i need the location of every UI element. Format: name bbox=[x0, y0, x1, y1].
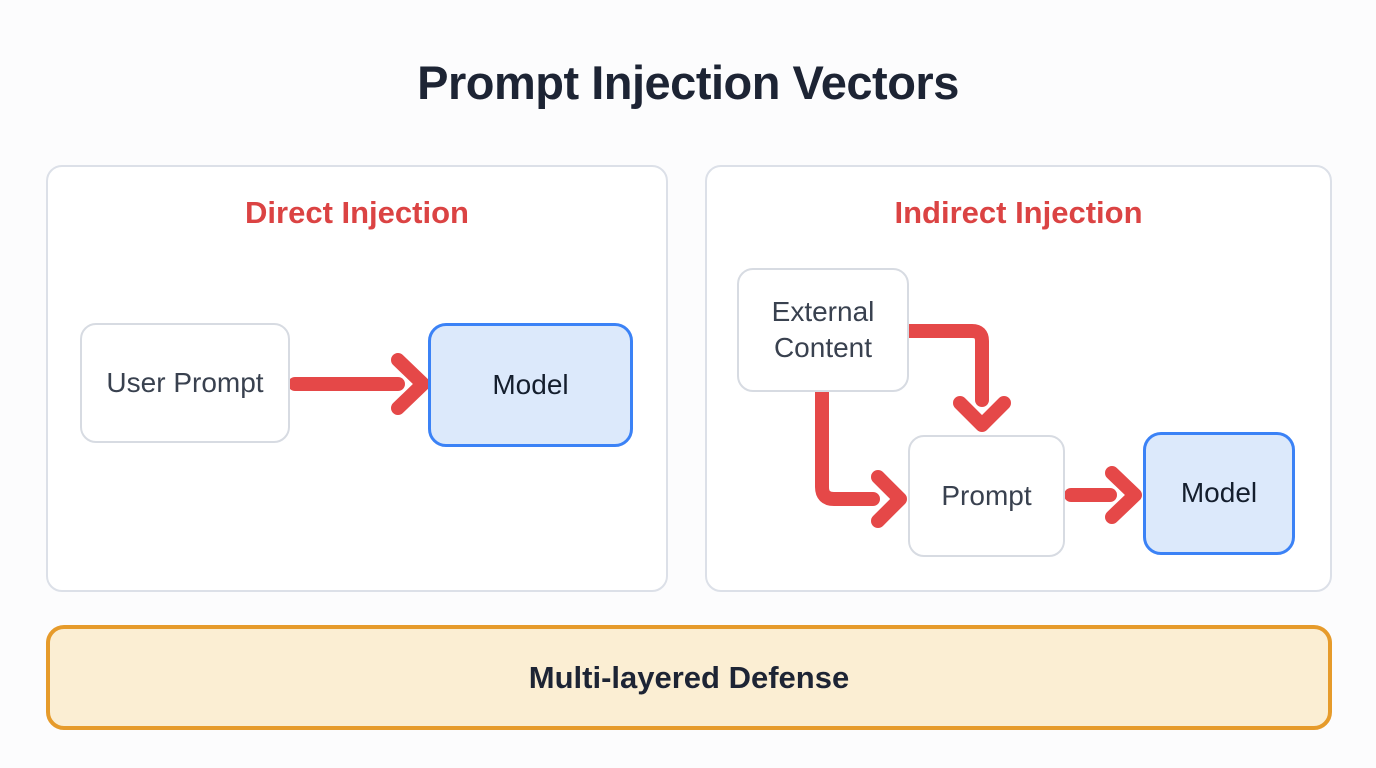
defense-banner-label: Multi-layered Defense bbox=[528, 659, 850, 695]
node-prompt: Prompt bbox=[908, 435, 1065, 557]
page-title: Prompt Injection Vectors bbox=[417, 56, 959, 109]
panel-direct-heading: Direct Injection bbox=[245, 195, 469, 230]
node-model-indirect: Model bbox=[1143, 432, 1295, 555]
node-model-direct: Model bbox=[428, 323, 633, 447]
arrow-elbow-down-right-icon bbox=[815, 383, 907, 528]
node-prompt-label: Prompt bbox=[941, 479, 1032, 511]
arrow-elbow-right-down-icon bbox=[898, 324, 1011, 432]
node-external-content-label: External Content bbox=[771, 295, 875, 363]
node-user-prompt: User Prompt bbox=[80, 323, 290, 443]
node-model-indirect-label: Model bbox=[1180, 477, 1258, 509]
node-external-content: External Content bbox=[737, 268, 909, 392]
panel-indirect-heading: Indirect Injection bbox=[894, 195, 1143, 230]
defense-banner: Multi-layered Defense bbox=[46, 625, 1332, 730]
node-model-direct-label: Model bbox=[492, 368, 569, 400]
arrow-right-icon bbox=[1064, 466, 1142, 524]
arrow-right-icon bbox=[288, 353, 430, 415]
node-user-prompt-label: User Prompt bbox=[106, 366, 264, 398]
